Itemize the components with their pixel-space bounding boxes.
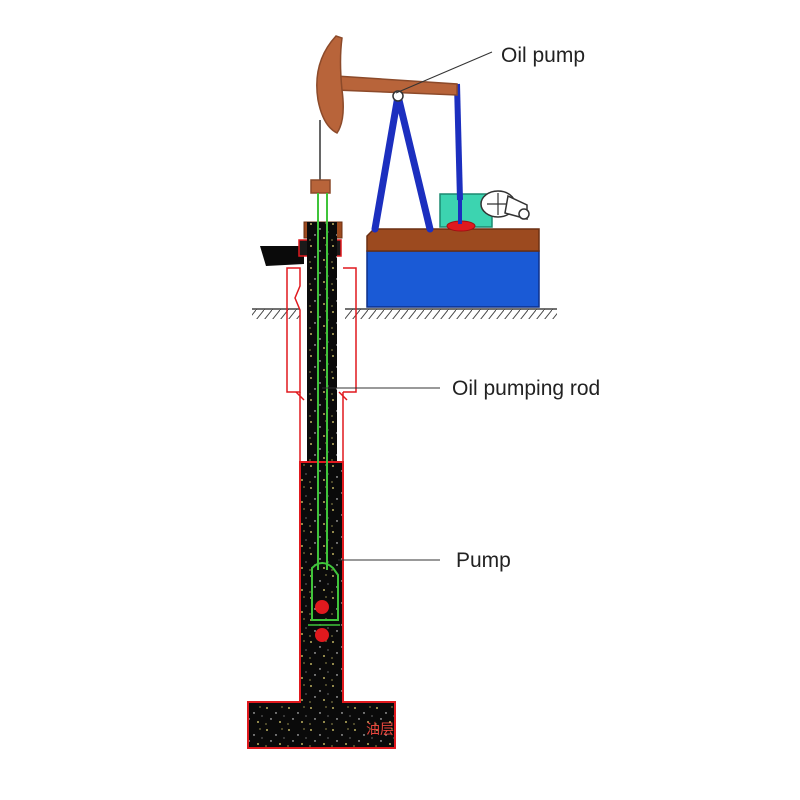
downhole-pump (308, 562, 340, 642)
tubing (307, 222, 337, 462)
label-oil-layer: 油层 (366, 722, 394, 738)
leader-lines (322, 51, 493, 561)
motor-gearbox (439, 190, 530, 232)
label-oil-pump: Oil pump (501, 44, 585, 67)
ground (252, 308, 557, 319)
oil-pumping-rod (317, 193, 328, 570)
casing-upper (286, 267, 357, 462)
label-oil-pumping-rod: Oil pumping rod (452, 377, 600, 400)
pump-jack-base (366, 228, 540, 308)
a-frame (371, 83, 463, 233)
walking-beam (316, 35, 458, 134)
label-pump: Pump (456, 549, 511, 572)
carrier-bar (310, 179, 331, 194)
